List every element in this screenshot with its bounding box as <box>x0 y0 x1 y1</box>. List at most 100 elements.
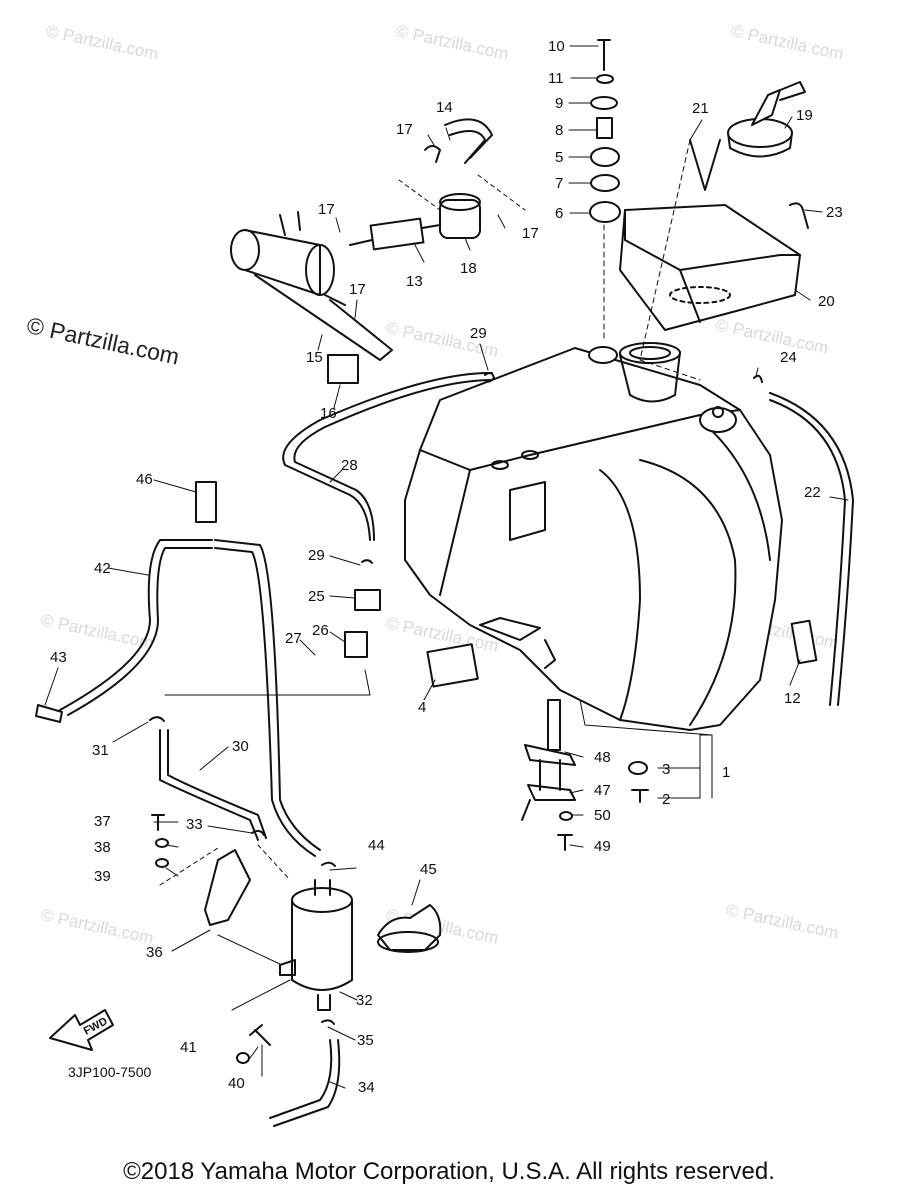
callout: 12 <box>784 690 801 707</box>
bolt-49 <box>557 834 573 851</box>
joint-25 <box>354 589 381 611</box>
tank-box-tray <box>619 204 801 331</box>
watermark: © Partzilla.com <box>724 900 840 942</box>
collar-8 <box>596 117 613 139</box>
callout: 4 <box>418 699 426 716</box>
callout: 17 <box>349 281 366 298</box>
vent-hose-28-inner <box>293 379 493 541</box>
hose-30-inner <box>167 729 267 839</box>
callout: 34 <box>358 1079 375 1096</box>
plug-43 <box>35 704 63 723</box>
callout: 26 <box>312 622 329 639</box>
callout: 6 <box>555 205 563 222</box>
callout: 15 <box>306 349 323 366</box>
bracket-36 <box>204 849 251 926</box>
clip-29b <box>361 559 373 564</box>
clip-17 <box>424 145 441 163</box>
callout: 36 <box>146 944 163 961</box>
callout: 5 <box>555 149 563 166</box>
lever-21 <box>689 139 721 191</box>
clip-44 <box>321 861 336 867</box>
washer-50 <box>559 811 573 821</box>
clip-23 <box>789 202 809 229</box>
callout: 17 <box>522 225 539 242</box>
bolt-40 <box>249 1024 271 1046</box>
callout: 47 <box>594 782 611 799</box>
clip-33 <box>251 829 265 836</box>
callout: 37 <box>94 813 111 830</box>
clamp-3 <box>628 761 648 775</box>
callout: 24 <box>780 349 797 366</box>
component-18 <box>439 193 481 239</box>
callout: 14 <box>436 99 453 116</box>
callout: 17 <box>396 121 413 138</box>
callout: 28 <box>341 457 358 474</box>
bolt-2 <box>631 789 649 803</box>
washer-41 <box>236 1052 250 1064</box>
callout: 35 <box>357 1032 374 1049</box>
callout: 8 <box>555 122 563 139</box>
leader-lines <box>44 45 849 1089</box>
watermark: © Partzilla.com <box>44 21 160 63</box>
callout-numbers: 10 11 9 8 5 7 6 21 19 23 20 14 17 17 17 … <box>50 38 843 1096</box>
hose-14-inner <box>449 130 486 164</box>
hose-42-inner <box>67 547 213 716</box>
fuel-filter-13 <box>349 217 441 251</box>
hose-44-inner <box>214 547 316 857</box>
hose-34-inner <box>273 1039 341 1127</box>
clip-35 <box>321 1019 335 1025</box>
watermark: © Partzilla.com <box>714 315 830 357</box>
callout: 40 <box>228 1075 245 1092</box>
canister-assembly <box>230 211 393 361</box>
clamp-46 <box>195 481 217 523</box>
callout: 29 <box>470 325 487 342</box>
clip-29 <box>484 372 495 383</box>
callout: 43 <box>50 649 67 666</box>
callout: 39 <box>94 868 111 885</box>
callout: 48 <box>594 749 611 766</box>
damper-5 <box>590 147 620 167</box>
hose-30 <box>159 729 259 841</box>
callout: 22 <box>804 484 821 501</box>
hose-14 <box>444 118 493 159</box>
cover-45 <box>377 904 442 953</box>
bolt-10 <box>597 39 611 71</box>
callout: 25 <box>308 588 325 605</box>
callout: 7 <box>555 175 563 192</box>
fuel-cap-with-key <box>727 81 806 158</box>
callout: 33 <box>186 816 203 833</box>
clamp-26 <box>344 631 368 658</box>
fwd-arrow <box>49 1009 114 1051</box>
damper-7 <box>590 174 620 192</box>
callout: 10 <box>548 38 565 55</box>
callout: 38 <box>94 839 111 856</box>
clip-12 <box>790 619 818 665</box>
callout: 23 <box>826 204 843 221</box>
fuel-tank <box>404 342 783 731</box>
fuel-cock-48-47 <box>521 699 576 821</box>
vent-hose-28 <box>282 371 493 541</box>
callout: 42 <box>94 560 111 577</box>
callout: 13 <box>406 273 423 290</box>
washer-9 <box>590 96 618 110</box>
callout: 3 <box>662 761 670 778</box>
washer-38 <box>155 838 169 848</box>
callout: 17 <box>318 201 335 218</box>
callout: 19 <box>796 107 813 124</box>
callout: 44 <box>368 837 385 854</box>
damper-4 <box>426 643 479 688</box>
callout: 20 <box>818 293 835 310</box>
callout: 11 <box>548 70 564 87</box>
watermark: © Partzilla.com <box>39 905 155 947</box>
callout: 27 <box>285 630 302 647</box>
callout: 41 <box>180 1039 197 1056</box>
hose-42 <box>59 539 213 711</box>
fuel-pump-32 <box>279 879 353 1011</box>
watermark: © Partzilla.com <box>39 610 155 652</box>
callout: 2 <box>662 791 670 808</box>
callout: 32 <box>356 992 373 1009</box>
callout: 9 <box>555 95 563 112</box>
hose-34 <box>269 1039 333 1119</box>
callout: 49 <box>594 838 611 855</box>
callout: 1 <box>722 764 730 781</box>
